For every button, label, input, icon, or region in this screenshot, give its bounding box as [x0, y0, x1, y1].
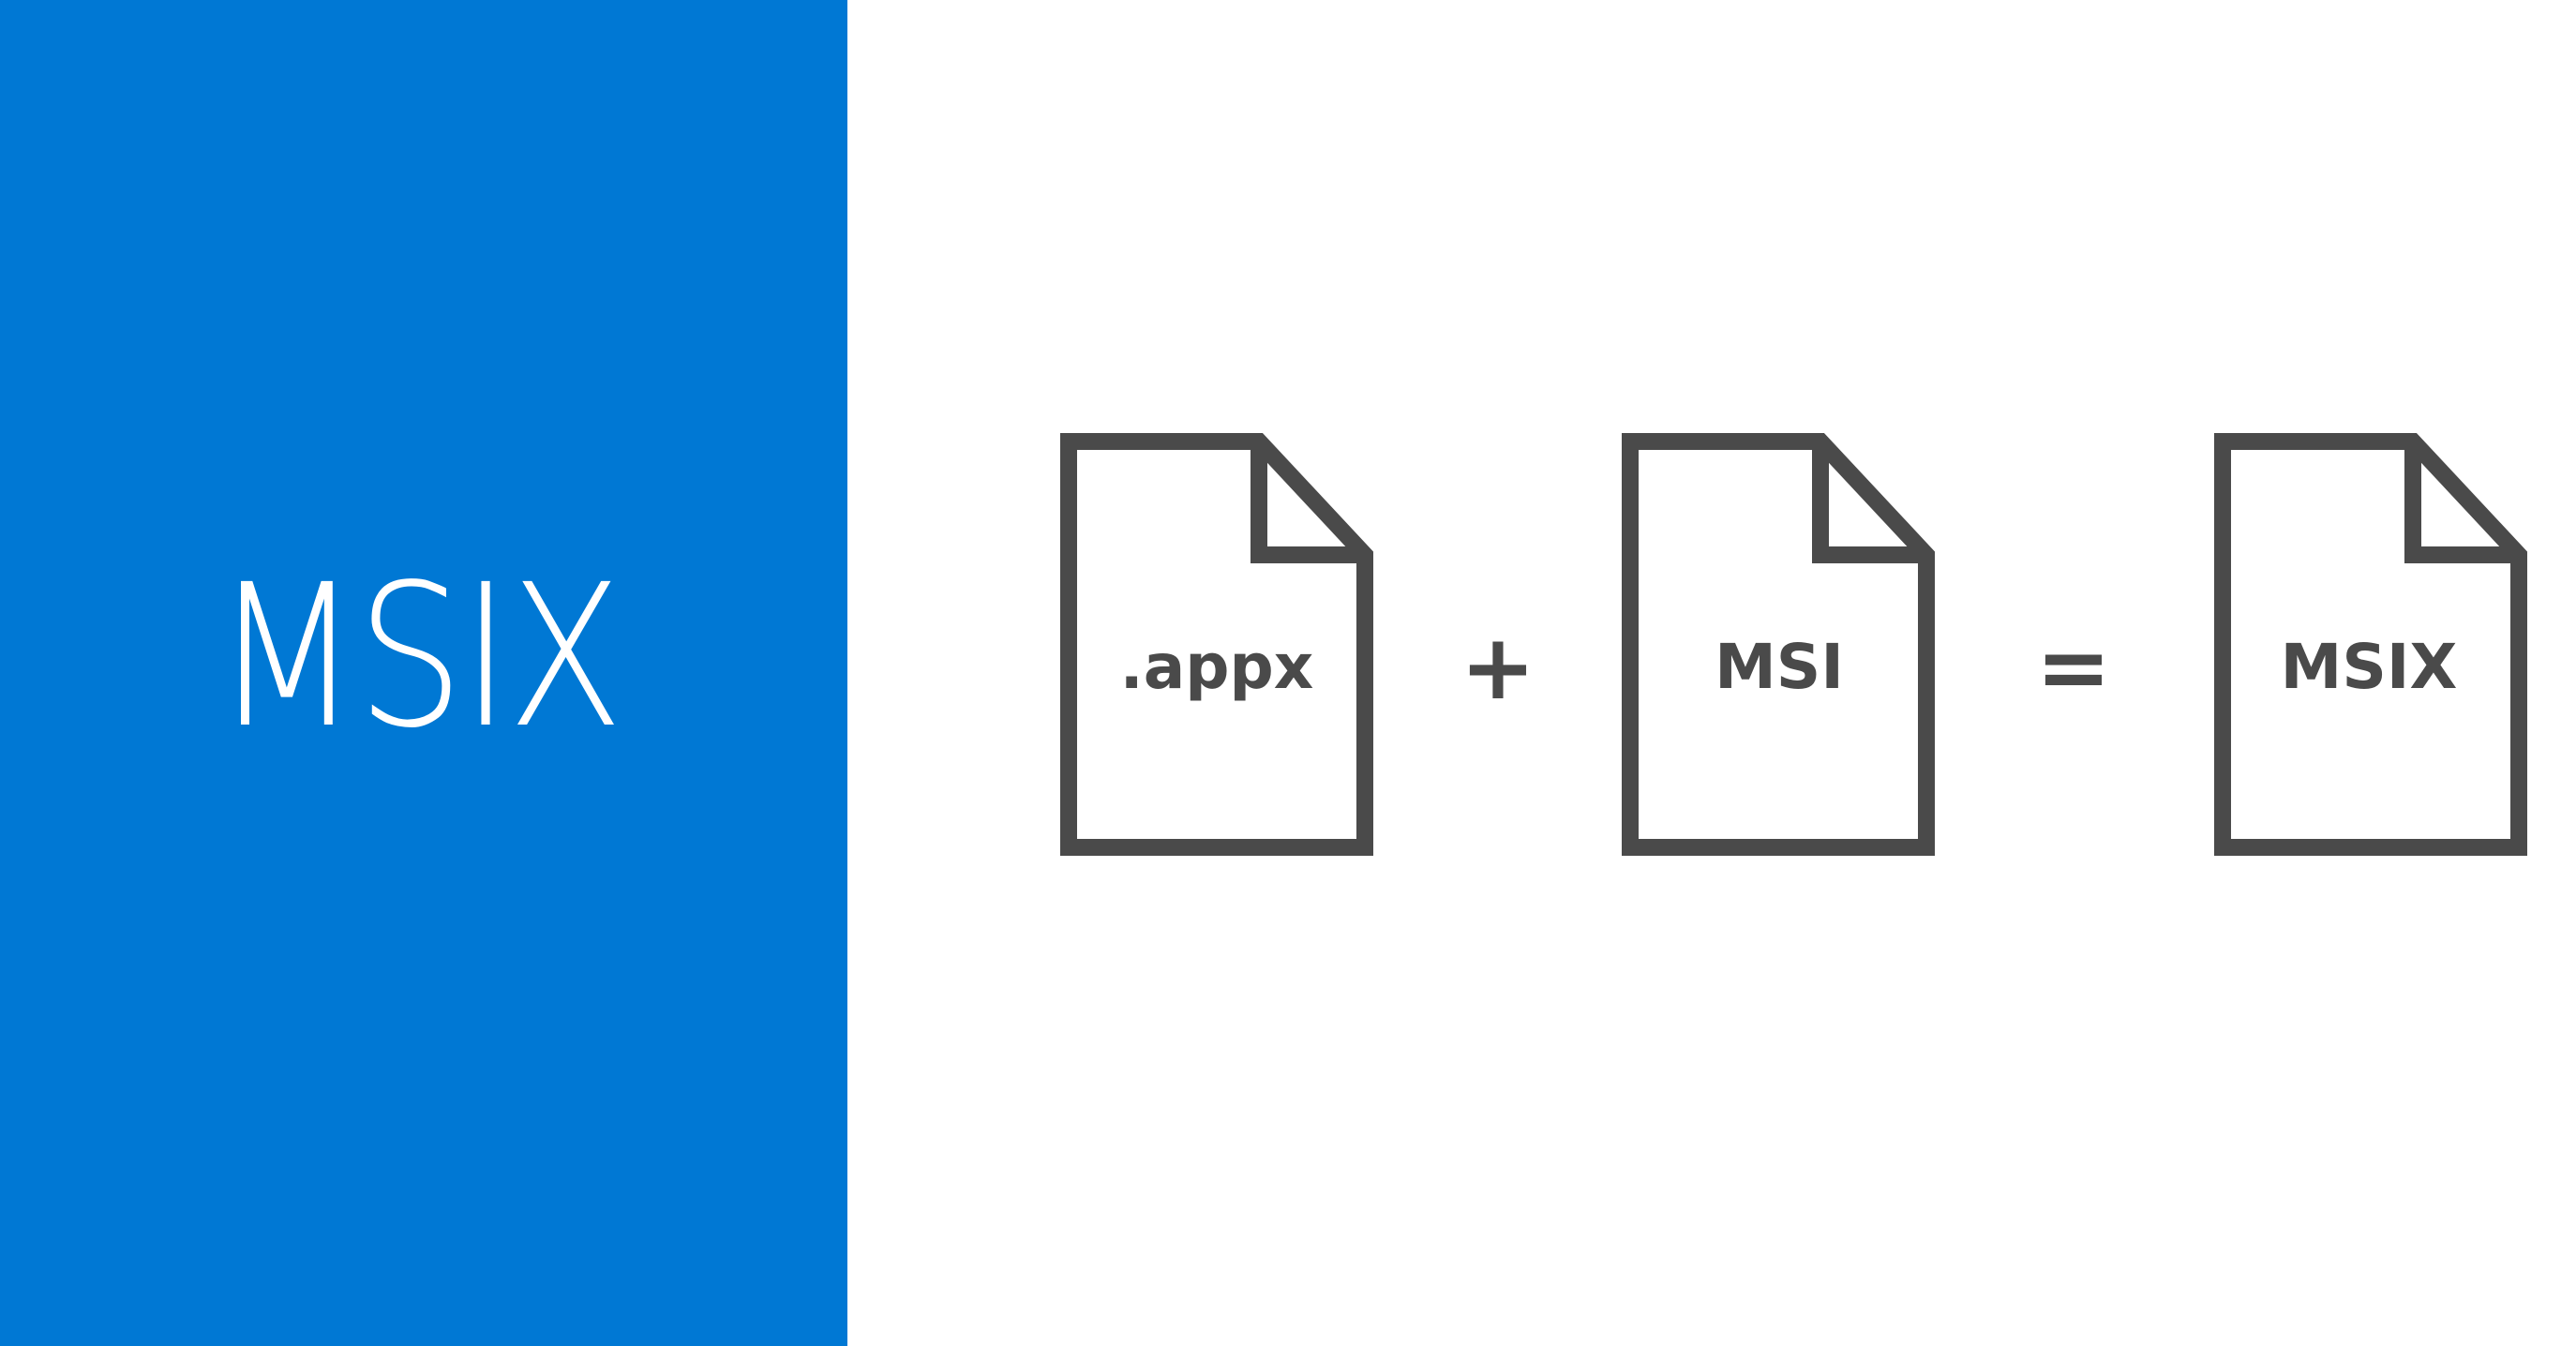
equals-sign: = — [2035, 615, 2112, 720]
document-icon — [1622, 433, 1935, 856]
msi-label: MSI — [1715, 631, 1844, 703]
plus-sign: + — [1460, 615, 1536, 720]
appx-label: .appx — [1119, 631, 1314, 703]
title-panel: MSIX — [0, 0, 847, 1346]
msix-label: MSIX — [2280, 631, 2458, 703]
document-icon — [1060, 433, 1373, 856]
document-icon — [2214, 433, 2527, 856]
slide-title: MSIX — [214, 542, 623, 771]
